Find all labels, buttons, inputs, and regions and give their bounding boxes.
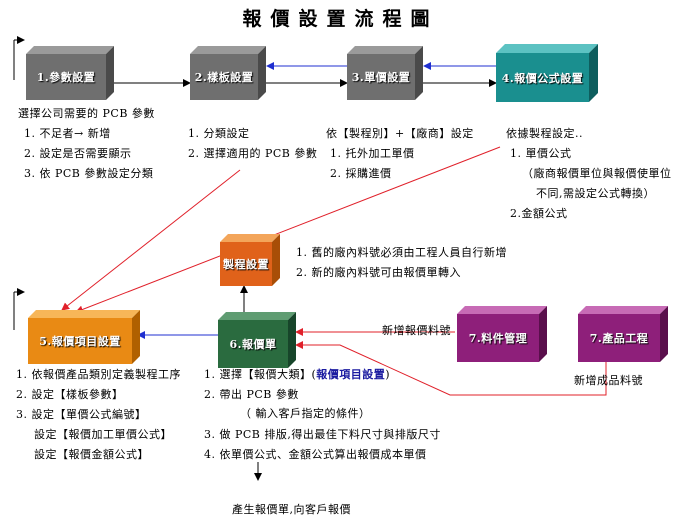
arrow-red-product-quote (295, 341, 607, 396)
quote-note-1-suffix: ) (385, 368, 391, 381)
sample-setting-box[interactable]: 2.樣板設置 (190, 46, 266, 100)
project-note: 1. 依報價產品類別定義製程工序 (16, 368, 181, 381)
quote-sheet-label: 6.報價單 (218, 320, 288, 368)
col2-item: 1. 分類設定 (188, 127, 250, 140)
param-setting-box[interactable]: 1.參數設置 (26, 46, 114, 100)
page-title: 報價設置流程圖 (242, 8, 439, 30)
col1-item: 3. 依 PCB 參數設定分類 (24, 167, 154, 180)
unit-price-setting-label: 3.單價設置 (347, 54, 415, 100)
sample-setting-label: 2.樣板設置 (190, 54, 258, 100)
col4-note: （廠商報價單位與報價使單位 (522, 167, 672, 180)
quote-note-1: 1. 選擇【報價大類】(報價項目設置) (204, 368, 390, 382)
arrow-red-formula-project (75, 146, 501, 314)
quote-note-4: 4. 依單價公式、金額公式算出報價成本單價 (204, 448, 427, 461)
process-note: 2. 新的廠內料號可由報價單轉入 (296, 266, 461, 279)
quote-note-2: 2. 帶出 PCB 參數 (204, 388, 299, 401)
quote-item-setting-box[interactable]: 5.報價項目設置 (28, 310, 140, 364)
col4-item: 2.金額公式 (510, 207, 568, 220)
material-management-box[interactable]: 7.料件管理 (457, 306, 547, 362)
new-quote-material-label: 新增報價料號 (382, 324, 451, 337)
project-subnote: 設定【報價金額公式】 (34, 448, 149, 461)
product-engineering-box[interactable]: 7.產品工程 (578, 306, 668, 362)
col1-heading: 選擇公司需要的 PCB 參數 (18, 107, 155, 120)
col1-item: 2. 設定是否需要顯示 (24, 147, 132, 160)
col1-item: 1. 不足者→ 新增 (24, 127, 111, 140)
process-setting-label: 製程設置 (220, 242, 272, 286)
material-management-label: 7.料件管理 (457, 314, 539, 362)
unit-price-setting-box[interactable]: 3.單價設置 (347, 46, 423, 100)
col4-heading: 依據製程設定.. (506, 127, 583, 140)
arrow-red-sample-project (61, 169, 241, 311)
quote-sheet-box[interactable]: 6.報價單 (218, 312, 296, 368)
new-product-material-label: 新增成品料號 (574, 374, 643, 387)
quote-item-setting-link[interactable]: 報價項目設置 (316, 368, 386, 381)
product-engineering-label: 7.產品工程 (578, 314, 660, 362)
project-subnote: 設定【報價加工單價公式】 (34, 428, 172, 441)
quote-note-1-prefix: 1. 選擇【報價大類】( (204, 368, 317, 381)
quote-formula-setting-box[interactable]: 4.報價公式設置 (496, 44, 598, 102)
result-label: 產生報價單,向客戶報價 (232, 503, 351, 516)
col3-item: 2. 採購進價 (330, 167, 392, 180)
quote-item-setting-label: 5.報價項目設置 (28, 318, 132, 364)
project-note: 3. 設定【單價公式編號】 (16, 408, 147, 421)
col2-item: 2. 選擇適用的 PCB 參數 (188, 147, 318, 160)
col3-item: 1. 托外加工單價 (330, 147, 415, 160)
project-note: 2. 設定【樣板參數】 (16, 388, 124, 401)
col4-note: 不同,需設定公式轉換） (536, 187, 655, 200)
quote-formula-setting-label: 4.報價公式設置 (496, 53, 589, 102)
param-setting-label: 1.參數設置 (26, 54, 106, 100)
quote-note-2-detail: （ 輸入客戶指定的條件） (240, 407, 371, 420)
col3-heading: 依【製程別】+【廠商】設定 (326, 127, 474, 140)
quote-note-3: 3. 做 PCB 排版,得出最佳下料尺寸與排版尺寸 (204, 428, 441, 441)
process-note: 1. 舊的廠內料號必須由工程人員自行新增 (296, 246, 507, 259)
process-setting-box[interactable]: 製程設置 (220, 234, 280, 286)
col4-item: 1. 單價公式 (510, 147, 572, 160)
